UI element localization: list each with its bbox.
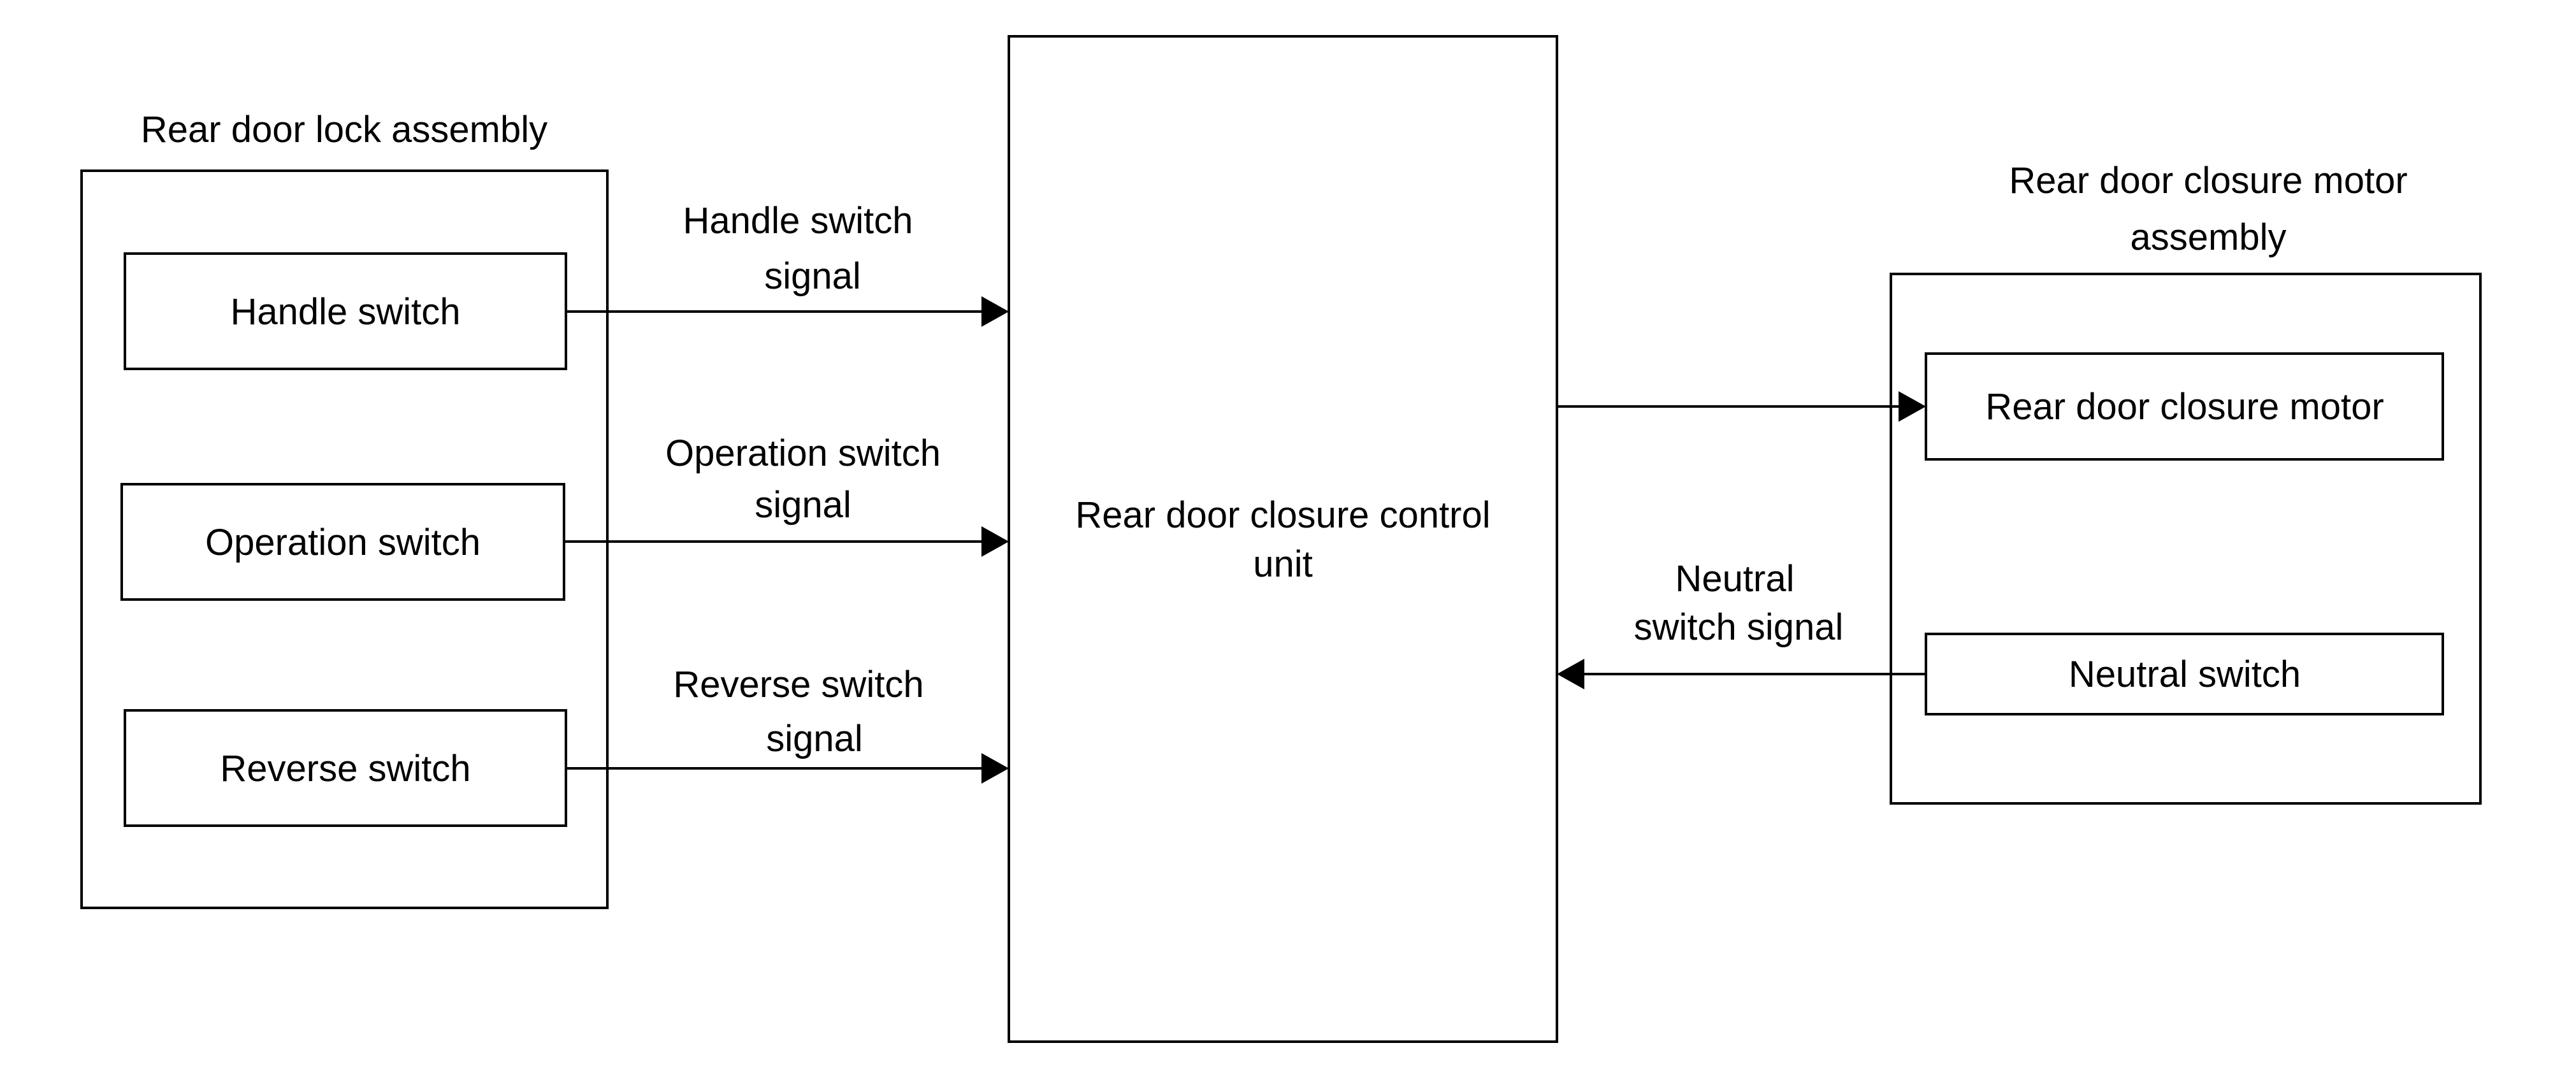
neutral-signal-arrowhead [1557, 659, 1584, 689]
motor-assembly-title-line1: Rear door closure motor [2009, 160, 2407, 201]
operation-switch-box [120, 483, 565, 601]
handle-switch-label: Handle switch [230, 291, 460, 333]
closure-motor-label: Rear door closure motor [1985, 386, 2384, 428]
control-unit-label-line2: unit [1253, 543, 1313, 585]
reverse-switch-box [124, 709, 567, 827]
neutral-switch-box [1925, 633, 2444, 715]
lock-assembly-title: Rear door lock assembly [141, 109, 547, 150]
control-unit-label-line1: Rear door closure control [1075, 494, 1490, 536]
reverse-switch-label: Reverse switch [220, 748, 470, 789]
operation-signal-label-line1: Operation switch [665, 433, 941, 474]
operation-signal-arrowhead [981, 526, 1009, 557]
control-unit-box [1008, 35, 1558, 1043]
reverse-signal-label-line1: Reverse switch [673, 664, 923, 705]
neutral-signal-label-line2: switch signal [1634, 607, 1844, 648]
neutral-switch-label: Neutral switch [2069, 654, 2301, 695]
handle-signal-label-line2: signal [764, 255, 861, 297]
motor-drive-arrowhead [1899, 391, 1926, 422]
motor-assembly-title-line2: assembly [2131, 217, 2287, 258]
handle-signal-arrowhead [981, 296, 1009, 327]
reverse-signal-label-line2: signal [766, 718, 863, 759]
reverse-signal-arrowhead [981, 753, 1009, 784]
handle-switch-box [124, 252, 567, 370]
closure-motor-box [1925, 352, 2444, 461]
neutral-signal-label-line1: Neutral [1675, 558, 1795, 600]
handle-signal-label-line1: Handle switch [683, 200, 913, 241]
operation-signal-label-line2: signal [755, 484, 851, 526]
operation-switch-label: Operation switch [205, 522, 481, 563]
